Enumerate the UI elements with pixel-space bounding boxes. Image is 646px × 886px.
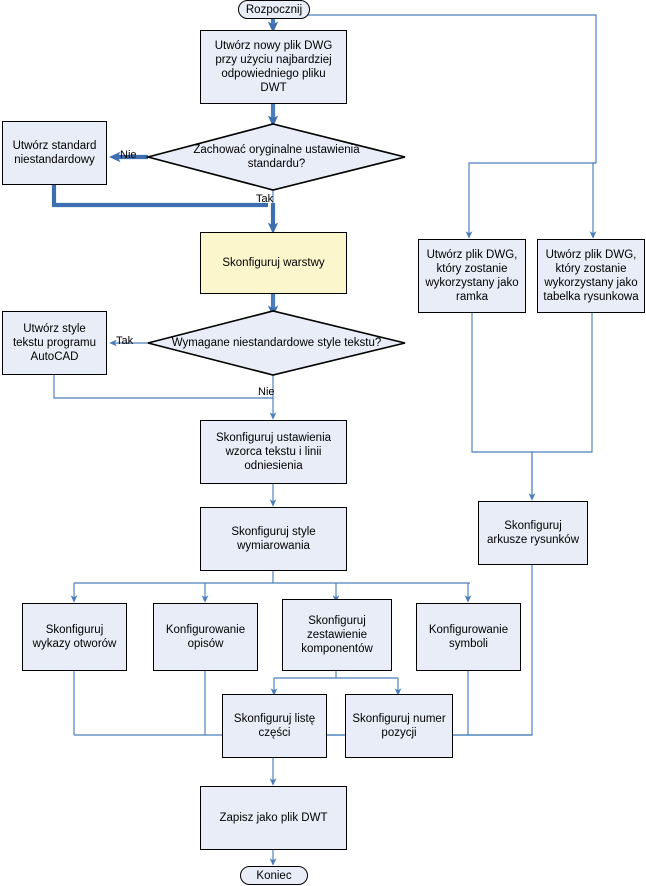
node-sheets-label: Skonfiguruj arkusze rysunków: [486, 520, 580, 546]
node-text-styles-label: Wymagane niestandardowe style tekstu?: [171, 337, 382, 349]
edge-label-text-styles-no: Nie: [258, 386, 275, 398]
decision-shape-keep-std: [144, 123, 406, 191]
node-balloon[interactable]: Skonfiguruj numer pozycji: [345, 694, 453, 758]
node-start-label: Rozpocznij: [245, 3, 303, 16]
edge-autocad-merge: [53, 375, 273, 399]
node-leader[interactable]: Skonfiguruj ustawienia wzorca tekstu i l…: [200, 420, 347, 484]
node-start[interactable]: Rozpocznij: [238, 0, 310, 19]
node-keep-std-label: Zachować oryginalne ustawienia standardu…: [193, 144, 360, 170]
node-end-label: Koniec: [256, 869, 292, 882]
node-keep-std[interactable]: Zachować oryginalne ustawienia standardu…: [148, 124, 405, 190]
node-save-dwt-label: Zapisz jako plik DWT: [219, 812, 328, 824]
node-text-styles[interactable]: Wymagane niestandardowe style tekstu?: [148, 311, 405, 375]
node-holes[interactable]: Skonfiguruj wykazy otworów: [22, 603, 127, 671]
node-save-dwt[interactable]: Zapisz jako plik DWT: [200, 786, 347, 850]
node-leader-label: Skonfiguruj ustawienia wzorca tekstu i l…: [215, 432, 332, 472]
node-bom[interactable]: Skonfiguruj zestawienie komponentów: [282, 599, 392, 671]
edge-trunk-to-frame: [465, 162, 596, 239]
node-frame-dwg-label: Utwórz plik DWG, który zostanie wykorzys…: [425, 249, 519, 303]
edge-label-keep-std-yes: Tak: [256, 193, 274, 205]
node-bom-label: Skonfiguruj zestawienie komponentów: [301, 615, 373, 655]
node-autocad-text-label: Utwórz style tekstu programu AutoCAD: [12, 323, 97, 363]
node-symbols-label: Konfigurowanie symboli: [428, 624, 509, 650]
node-end[interactable]: Koniec: [240, 866, 308, 885]
node-layers[interactable]: Skonfiguruj warstwy: [200, 232, 347, 294]
node-dim-styles-label: Skonfiguruj style wymiarowania: [231, 526, 316, 552]
node-new-dwg[interactable]: Utwórz nowy plik DWG przy użyciu najbard…: [200, 30, 347, 104]
node-custom-std[interactable]: Utwórz standard niestandardowy: [2, 121, 107, 185]
edge-label-keep-std-no: Nie: [120, 149, 137, 161]
node-titleblock-label: Utwórz plik DWG, który zostanie wykorzys…: [543, 249, 639, 303]
decision-shapes: [144, 123, 406, 376]
node-sheets[interactable]: Skonfiguruj arkusze rysunków: [478, 501, 588, 565]
node-dim-styles[interactable]: Skonfiguruj style wymiarowania: [200, 507, 347, 571]
node-titleblock[interactable]: Utwórz plik DWG, który zostanie wykorzys…: [537, 239, 645, 313]
node-holes-label: Skonfiguruj wykazy otworów: [32, 624, 117, 650]
edge-label-text-styles-yes: Tak: [116, 335, 134, 347]
edge-frame-to-sheets: [471, 313, 533, 497]
edge-start-to-right-trunk: [276, 14, 597, 163]
node-annotations-label: Konfigurowanie opisów: [165, 624, 246, 650]
node-autocad-text[interactable]: Utwórz style tekstu programu AutoCAD: [2, 311, 107, 375]
edge-titleblock-to-sheets: [532, 313, 593, 453]
node-balloon-label: Skonfiguruj numer pozycji: [352, 713, 446, 739]
edge-customstd-merge: [51, 185, 268, 208]
node-parts-list[interactable]: Skonfiguruj listę części: [222, 694, 327, 758]
node-parts-list-label: Skonfiguruj listę części: [233, 713, 316, 739]
decision-shape-text-styles: [147, 310, 406, 376]
node-custom-std-label: Utwórz standard niestandardowy: [12, 140, 97, 166]
node-frame-dwg[interactable]: Utwórz plik DWG, który zostanie wykorzys…: [418, 239, 526, 313]
node-annotations[interactable]: Konfigurowanie opisów: [153, 603, 258, 671]
node-layers-label: Skonfiguruj warstwy: [222, 257, 325, 269]
node-new-dwg-label: Utwórz nowy plik DWG przy użyciu najbard…: [214, 40, 333, 94]
edge-trunk-to-titleblock: [589, 162, 597, 239]
node-symbols[interactable]: Konfigurowanie symboli: [416, 603, 521, 671]
